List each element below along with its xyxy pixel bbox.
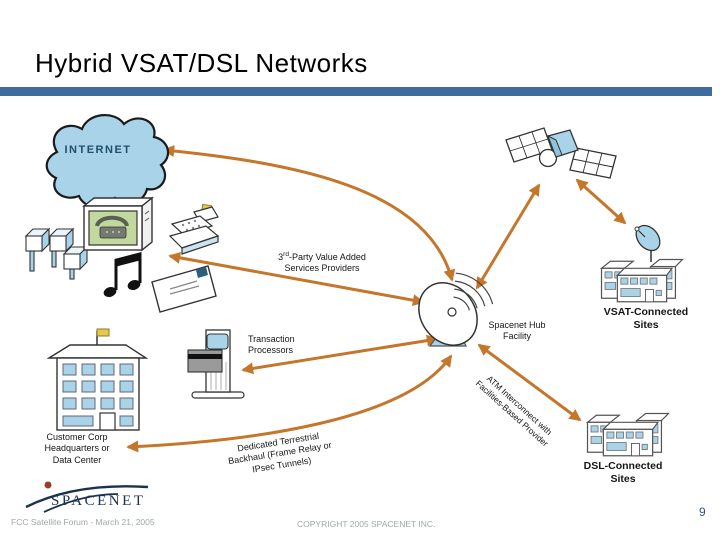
- footer-event-date: FCC Satellite Forum - March 21, 2005: [11, 517, 155, 527]
- envelope-icon: [151, 265, 217, 313]
- page-title: Hybrid VSAT/DSL Networks: [35, 48, 368, 78]
- spacenet-logo-text: SPACENET: [51, 493, 146, 509]
- spacenet-hub-label: Spacenet Hub Facility: [488, 320, 546, 342]
- dsl-sites-label: DSL-Connected Sites: [583, 460, 663, 486]
- transaction-processors-label: Transaction Processors: [248, 334, 295, 356]
- footer-copyright: COPYRIGHT 2005 SPACENET INC.: [297, 519, 436, 529]
- spacenet-logo-swoosh-icon: [25, 481, 149, 513]
- arrow-hub-dsl: [477, 343, 582, 422]
- arrow-services-hub: [168, 251, 425, 307]
- vsat-buildings-icon: [600, 224, 684, 303]
- title-divider: [0, 87, 712, 96]
- dsl-buildings-icon: [586, 412, 670, 457]
- music-notes-icon: [103, 252, 142, 297]
- internet-cloud-label: INTERNET: [64, 144, 132, 156]
- arrow-satellite-vsat: [575, 178, 627, 225]
- cash-register-icon: [168, 203, 220, 255]
- arrow-customer-hub: [126, 354, 453, 453]
- office-building-icon: [46, 328, 149, 431]
- internet-cloud-icon: [45, 114, 170, 208]
- page-number: 9: [699, 505, 706, 519]
- vsat-sites-label: VSAT-Connected Sites: [603, 306, 689, 332]
- cubes-icon: [24, 227, 89, 280]
- satellite-icon: [505, 127, 617, 179]
- arrow-internet-hub: [162, 145, 456, 282]
- arrow-satellite-hub: [475, 183, 541, 290]
- media-pc-icon: [82, 196, 154, 252]
- customer-corp-label: Customer Corp Headquarters or Data Cente…: [44, 432, 110, 465]
- hub-dish-icon: [418, 272, 494, 347]
- connector-arrows: [126, 145, 627, 453]
- atm-kiosk-icon: [187, 329, 245, 399]
- third-party-label: 3rd-Party Value Added Services Providers: [278, 251, 366, 274]
